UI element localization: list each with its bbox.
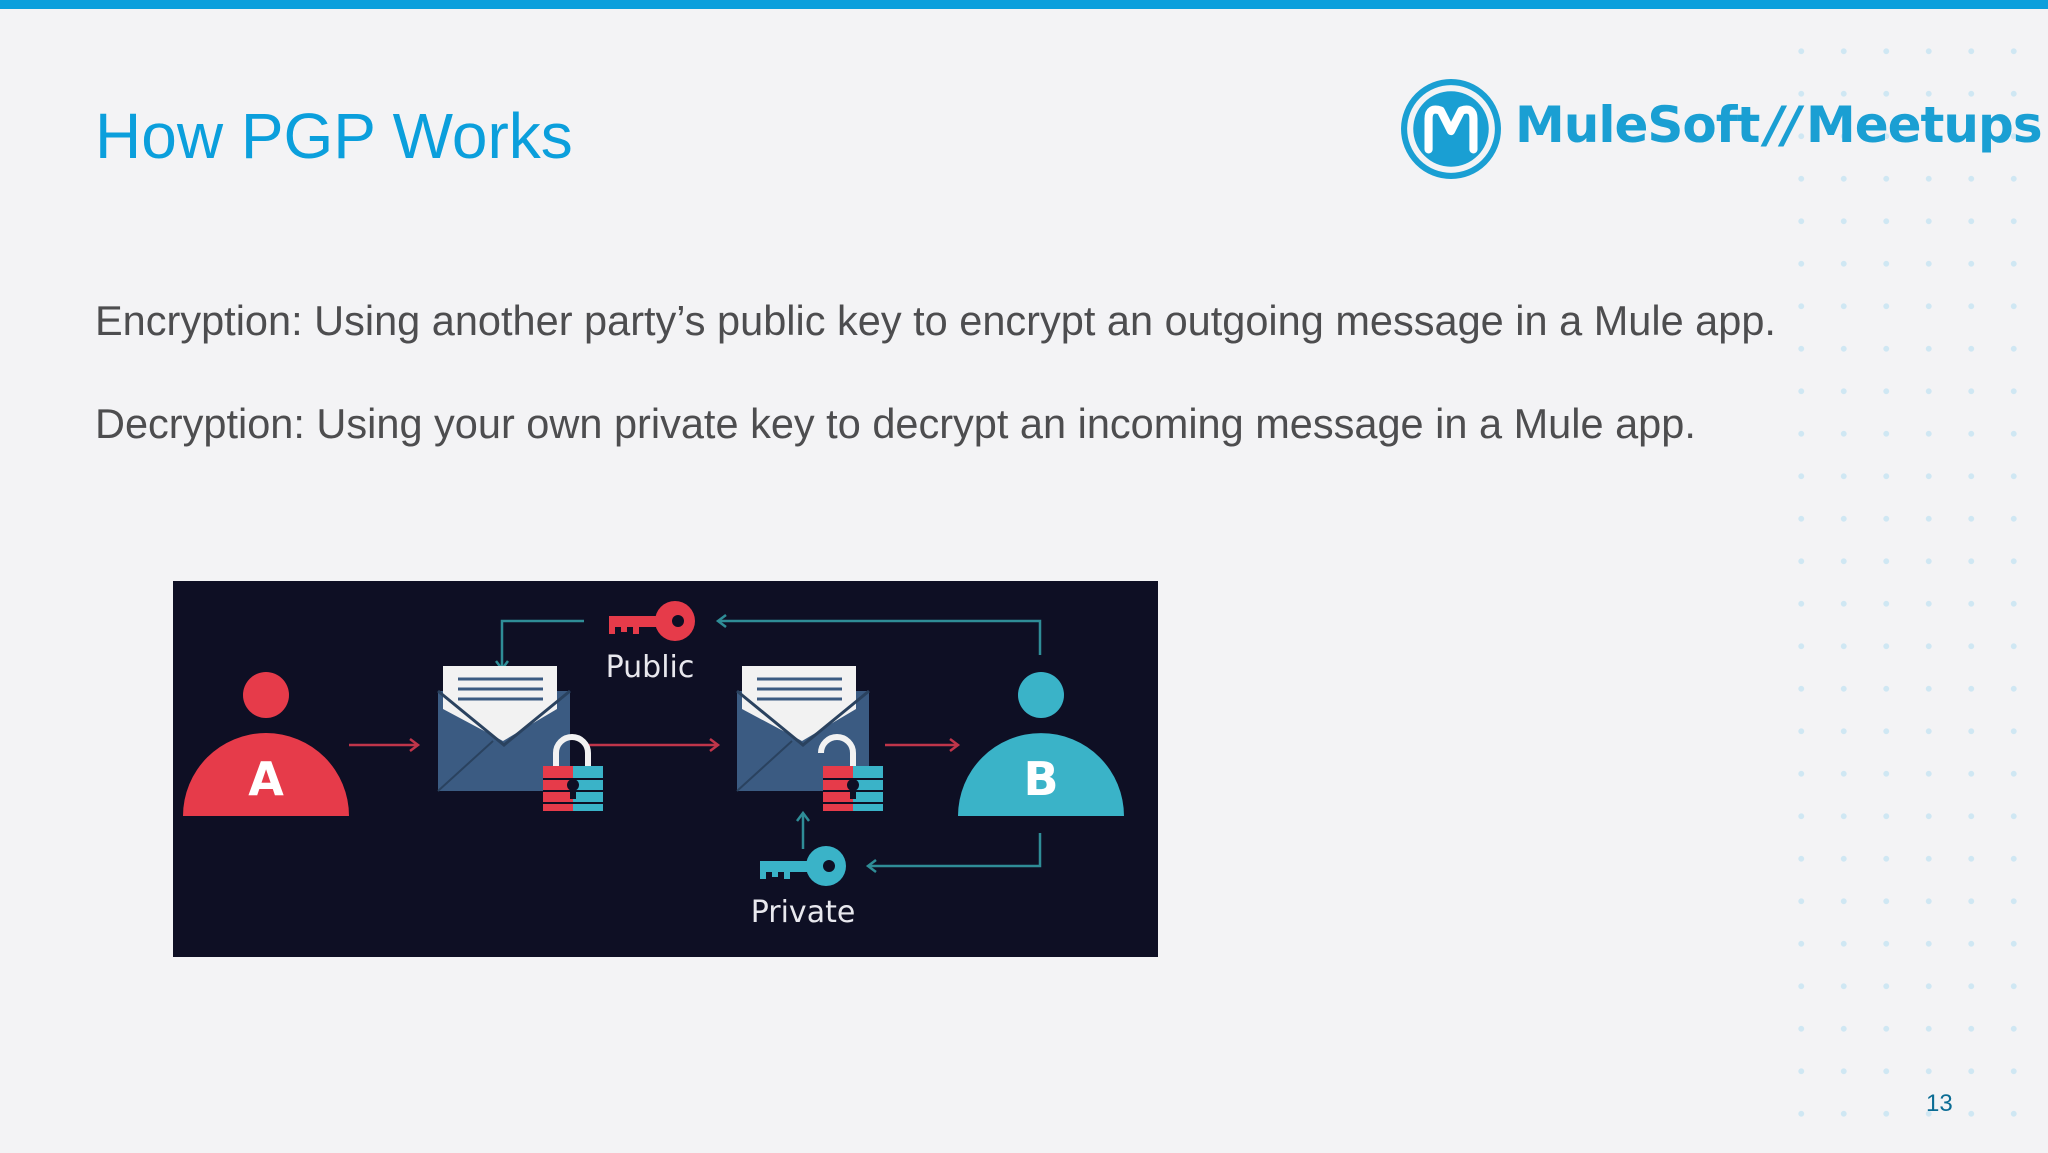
logo-separator: // [1765,96,1801,154]
logo-brand: MuleSoft [1515,96,1760,154]
mulesoft-logo-icon [1401,79,1501,179]
public-key-path-arrow [495,614,1042,672]
sender-label: A [248,752,284,806]
public-key-icon: Public [606,601,695,685]
pgp-diagram: A B Public [173,581,1158,957]
receiver-person-icon: B [958,672,1124,816]
logo-wordmark: MuleSoft//Meetups [1515,96,2043,154]
mulesoft-meetups-logo: MuleSoft//Meetups [1400,78,2043,180]
sender-person-icon: A [183,672,349,816]
top-accent-bar [0,0,2048,9]
arrow-icon [349,738,961,752]
padlock-icon [543,734,603,811]
envelope-icon [437,666,571,792]
page-number: 13 [1926,1090,1953,1117]
receiver-label: B [1023,752,1058,806]
dot-pattern-decoration [1780,30,2048,1153]
unlocked-padlock-icon [818,734,883,811]
private-key-path-arrow [796,810,1042,873]
private-key-label: Private [751,895,856,930]
logo-product: Meetups [1805,96,2043,154]
decryption-description: Decryption: Using your own private key t… [95,400,1696,447]
encryption-description: Encryption: Using another party’s public… [95,297,1776,344]
slide-title: How PGP Works [95,100,573,172]
public-key-label: Public [606,650,695,685]
private-key-icon: Private [751,846,856,930]
